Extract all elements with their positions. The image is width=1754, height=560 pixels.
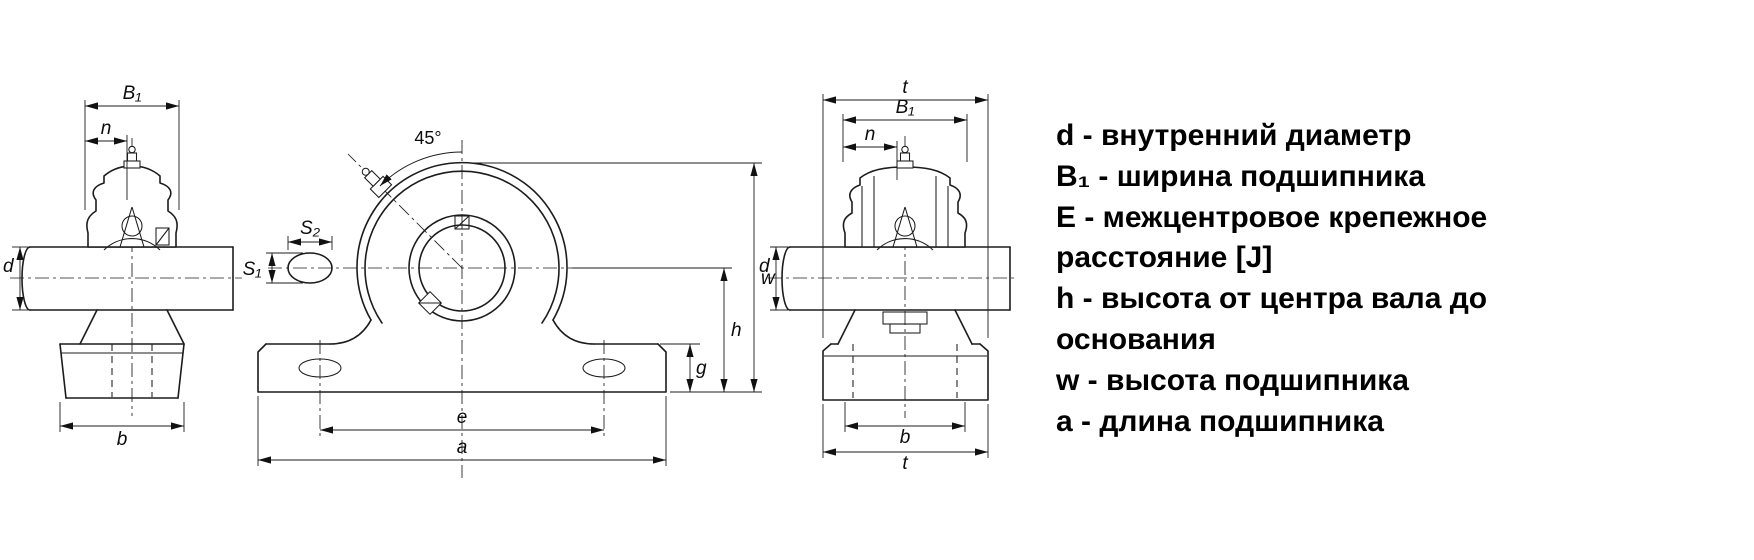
dimension-t-top: t: [822, 77, 989, 338]
dim-label-n: n: [101, 118, 112, 139]
slot-section: S₂ S₁: [243, 218, 333, 284]
left-view: B₁ n d b: [3, 83, 242, 450]
base: [257, 319, 667, 393]
set-screw-icon: [417, 290, 443, 316]
shaft: [781, 246, 1011, 311]
dim-label-w: w: [761, 268, 776, 289]
housing-circles: [356, 161, 568, 324]
left-view-centerlines: [10, 138, 242, 416]
shaft: [21, 246, 234, 311]
dimension-n: n: [85, 118, 128, 200]
dim-label-n: n: [865, 124, 876, 145]
legend-item-B1: B₁ - ширина подшипника: [1056, 159, 1426, 193]
housing: [842, 166, 968, 251]
base: [822, 309, 989, 401]
dim-label-d: d: [3, 256, 15, 277]
dimension-t-bottom: t: [822, 404, 989, 474]
dim-label-a: a: [457, 437, 468, 458]
dim-label-b: b: [117, 429, 128, 450]
dim-label-45deg: 45°: [414, 128, 441, 148]
right-view-centerlines: [768, 136, 1014, 418]
dimension-d: d: [759, 246, 788, 311]
dimension-d: d: [3, 246, 28, 311]
grease-fitting-icon: [123, 145, 141, 169]
dimension-B1: B₁: [842, 97, 968, 162]
legend-item-w: w - высота подшипника: [1056, 363, 1409, 397]
dimension-angle-45: 45°: [379, 128, 463, 187]
dim-label-B1: B₁: [896, 97, 915, 118]
dim-label-e: e: [457, 407, 468, 428]
legend-item-E: E - межцентровое крепежное расстояние [J…: [1056, 200, 1488, 275]
dim-label-b: b: [900, 427, 911, 448]
right-view: t B₁ n d b t: [759, 77, 1014, 474]
legend: d - внутренний диаметр B₁ - ширина подши…: [1056, 116, 1586, 442]
legend-item-a: a - длина подшипника: [1056, 404, 1384, 438]
dim-label-h: h: [731, 320, 742, 341]
dimension-g-h-w: g h w: [470, 162, 776, 393]
dimension-b: b: [844, 402, 966, 448]
dim-label-t-top: t: [902, 77, 908, 98]
grease-fitting-icon: [896, 145, 914, 169]
dimension-n: n: [843, 124, 898, 180]
dim-label-B1: B₁: [123, 83, 142, 104]
dimension-b: b: [59, 402, 185, 450]
dim-label-d: d: [759, 256, 771, 277]
legend-item-d: d - внутренний диаметр: [1056, 119, 1412, 152]
center-view: 45° S₂ S₁ e a: [243, 128, 776, 478]
dim-label-g: g: [696, 358, 707, 379]
dim-label-t-bottom: t: [902, 453, 908, 474]
base: [59, 309, 185, 399]
dimension-e: e: [320, 407, 604, 434]
dim-label-S1: S₁: [243, 259, 262, 280]
dimension-a: a: [257, 396, 667, 466]
housing: [86, 165, 178, 251]
dim-label-S2: S₂: [300, 218, 321, 239]
legend-item-h: h - высота от центра вала до основания: [1056, 282, 1488, 356]
dimension-B1: B₁: [84, 83, 180, 210]
